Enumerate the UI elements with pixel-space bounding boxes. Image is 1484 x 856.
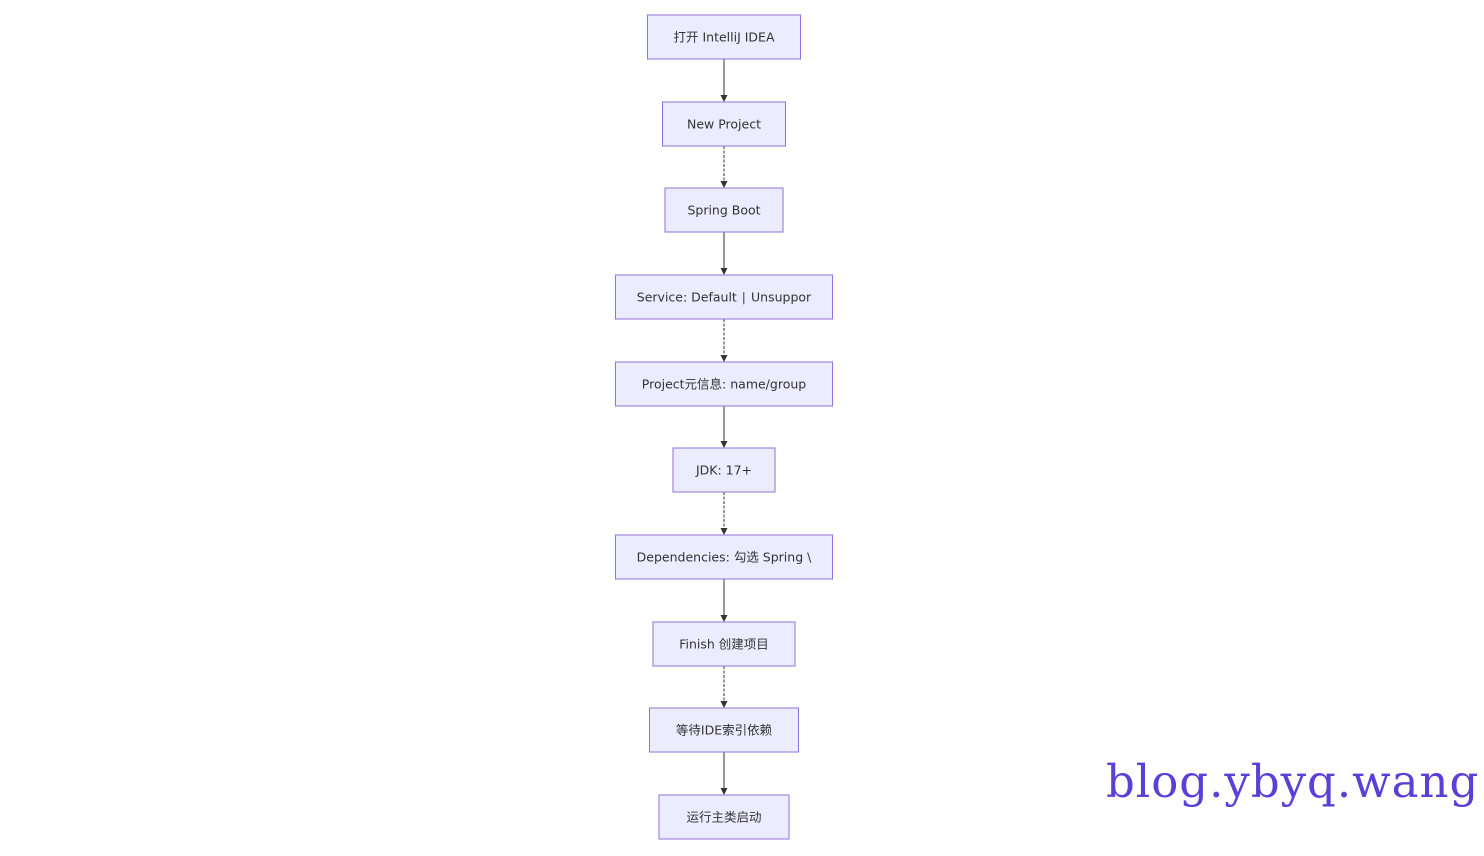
flow-edge-service-to-project-meta (720, 319, 728, 362)
arrow-down-icon (720, 95, 728, 102)
arrow-down-icon (720, 615, 728, 622)
flow-node-label: Finish 创建项目 (679, 637, 769, 652)
flow-node-box (615, 361, 833, 407)
arrow-down-icon (720, 788, 728, 795)
flow-node-label: 打开 IntelliJ IDEA (673, 30, 774, 45)
flow-node-label: JDK: 17+ (695, 463, 752, 478)
flow-node-box (652, 621, 796, 667)
flow-edge-finish-to-wait-index (720, 666, 728, 708)
flow-node-label: Spring Boot (687, 203, 760, 218)
flow-edge-open-idea-to-new-project (720, 59, 728, 102)
flow-node-open-idea: 打开 IntelliJ IDEA (647, 14, 801, 60)
flow-node-new-project: New Project (662, 101, 786, 147)
flow-node-box (615, 534, 833, 580)
watermark: blog.ybyq.wang (1106, 755, 1480, 808)
flow-node-box (649, 707, 799, 753)
flow-edge-spring-boot-to-service (720, 232, 728, 275)
flow-node-box (662, 101, 786, 147)
arrow-down-icon (720, 441, 728, 448)
flow-node-run-main: 运行主类启动 (658, 794, 790, 840)
arrow-down-icon (720, 181, 728, 188)
flow-node-service: Service: Default ∣ Unsuppor (615, 274, 833, 320)
flow-edge-project-meta-to-jdk (720, 406, 728, 448)
flow-node-label: 运行主类启动 (686, 810, 761, 825)
flow-node-wait-index: 等待IDE索引依赖 (649, 707, 799, 753)
flow-node-spring-boot: Spring Boot (664, 187, 784, 233)
flow-node-jdk: JDK: 17+ (672, 447, 776, 493)
flow-node-label: Dependencies: 勾选 Spring \ (637, 550, 812, 565)
flow-node-finish: Finish 创建项目 (652, 621, 796, 667)
flow-edge-dependencies-to-finish (720, 579, 728, 622)
flow-node-dependencies: Dependencies: 勾选 Spring \ (615, 534, 833, 580)
flow-node-label: 等待IDE索引依赖 (676, 723, 773, 738)
flow-edge-new-project-to-spring-boot (720, 146, 728, 188)
arrow-down-icon (720, 268, 728, 275)
arrow-down-icon (720, 355, 728, 362)
flow-node-box (672, 447, 776, 493)
flow-node-box (615, 274, 833, 320)
flow-node-project-meta: Project元信息: name/group (615, 361, 833, 407)
flow-edge-jdk-to-dependencies (720, 492, 728, 535)
edges-layer (720, 59, 728, 795)
flow-node-label: Project元信息: name/group (642, 377, 806, 392)
flow-node-label: Service: Default ∣ Unsuppor (637, 290, 812, 305)
flow-node-box (658, 794, 790, 840)
flow-node-box (647, 14, 801, 60)
arrow-down-icon (720, 701, 728, 708)
arrow-down-icon (720, 528, 728, 535)
flow-node-label: New Project (687, 117, 761, 132)
flow-edge-wait-index-to-run-main (720, 752, 728, 795)
flow-node-box (664, 187, 784, 233)
